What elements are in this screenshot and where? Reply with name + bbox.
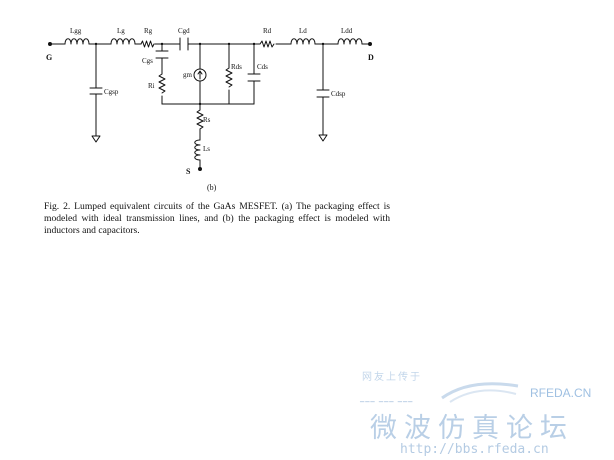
label-drain: D bbox=[368, 53, 374, 62]
watermark: 网友上传于 RFEDA.CN ━━━ ━━━ ━━━ 微波仿真论坛 http:/… bbox=[340, 362, 614, 460]
junction-rds bbox=[227, 42, 231, 46]
capacitor-cgsp bbox=[89, 87, 103, 95]
inductor-lgg bbox=[64, 38, 90, 45]
watermark-logo-icon bbox=[441, 382, 519, 403]
label-cgs: Cgs bbox=[142, 57, 153, 65]
label-lgg: Lgg bbox=[70, 27, 82, 35]
label-ld: Ld bbox=[299, 27, 307, 35]
watermark-slogan: ━━━ ━━━ ━━━ bbox=[360, 398, 414, 406]
resistor-rg bbox=[140, 40, 155, 48]
ground-cdsp bbox=[318, 134, 328, 142]
junction-cds bbox=[252, 42, 256, 46]
capacitor-cdsp bbox=[316, 89, 330, 98]
label-rs: Rs bbox=[203, 116, 211, 124]
label-ls: Ls bbox=[203, 145, 210, 153]
inductor-ld bbox=[290, 38, 316, 45]
terminal-drain-dot bbox=[368, 42, 372, 46]
ground-cgsp bbox=[91, 135, 101, 143]
capacitor-cds bbox=[247, 73, 261, 82]
figure-caption: Fig. 2. Lumped equivalent circuits of th… bbox=[44, 201, 390, 236]
watermark-forum-title: 微波仿真论坛 bbox=[370, 413, 574, 444]
label-lg: Lg bbox=[117, 27, 125, 35]
terminal-gate-dot bbox=[48, 42, 52, 46]
junction-source bbox=[198, 102, 202, 106]
watermark-brand: RFEDA.CN bbox=[530, 386, 592, 400]
gm-arrow bbox=[197, 70, 203, 80]
terminal-source-dot bbox=[198, 167, 202, 171]
junction-cdsp bbox=[321, 42, 325, 46]
label-ldd: Ldd bbox=[341, 27, 353, 35]
inductor-ls bbox=[194, 139, 201, 161]
label-source: S bbox=[186, 167, 191, 176]
watermark-uploader-text: 网友上传于 bbox=[362, 372, 422, 383]
capacitor-cgs bbox=[155, 50, 169, 59]
label-rd: Rd bbox=[263, 27, 272, 35]
label-cds: Cds bbox=[257, 63, 268, 71]
inductor-ldd bbox=[337, 38, 363, 45]
label-cdsp: Cdsp bbox=[331, 90, 346, 98]
circuit-diagram: G D S Lgg Lg Rg Cgd Rd Ld Ldd Cgsp Cgs R… bbox=[46, 27, 374, 192]
junction-cgs bbox=[160, 42, 164, 46]
junction-gm bbox=[198, 42, 202, 46]
resistor-rd bbox=[259, 40, 275, 48]
label-rds: Rds bbox=[231, 63, 242, 71]
current-source-gm bbox=[193, 68, 207, 82]
watermark-url: http://bbs.rfeda.cn bbox=[400, 442, 549, 457]
resistor-ri bbox=[158, 73, 166, 94]
junction-cgsp bbox=[94, 42, 98, 46]
label-gate: G bbox=[46, 53, 52, 62]
label-cgsp: Cgsp bbox=[104, 88, 119, 96]
inductor-lg bbox=[110, 38, 136, 45]
figure-sublabel: (b) bbox=[207, 183, 217, 192]
label-gm: gm bbox=[183, 71, 193, 79]
label-ri: Ri bbox=[148, 82, 155, 90]
resistor-rds bbox=[225, 67, 233, 88]
label-rg: Rg bbox=[144, 27, 153, 35]
resistor-rs bbox=[196, 109, 204, 130]
label-cgd: Cgd bbox=[178, 27, 190, 35]
